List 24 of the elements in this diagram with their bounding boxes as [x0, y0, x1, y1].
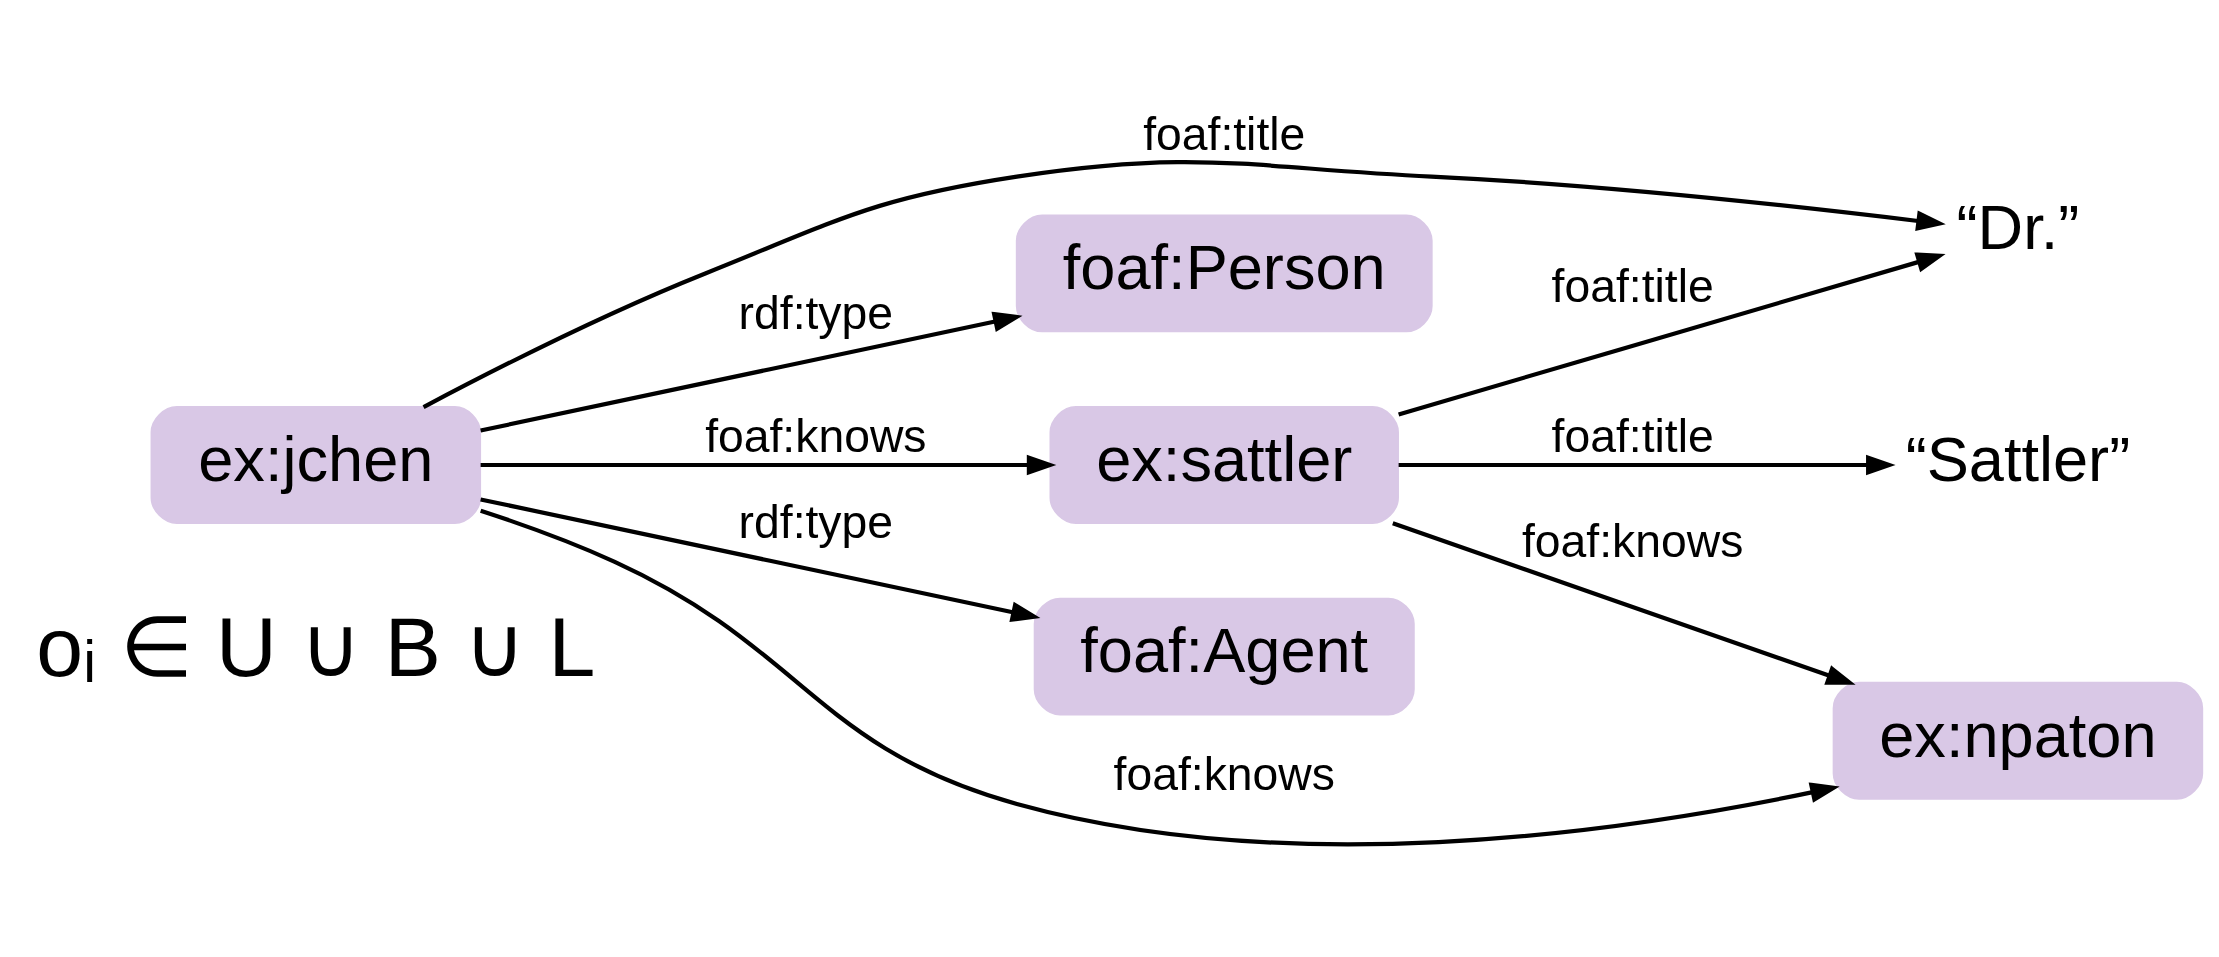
edge-label: foaf:knows	[1522, 514, 1744, 567]
arrow	[1392, 520, 1856, 685]
arrow	[480, 454, 1057, 475]
arrow	[480, 508, 1840, 846]
node-box: ex:npaton	[1832, 681, 2204, 800]
node-text: “Sattler”	[1905, 423, 2131, 494]
arrow	[1398, 251, 1946, 416]
node-box: ex:sattler	[1049, 405, 1399, 524]
arrow	[422, 159, 1946, 409]
edge-label: foaf:title	[1143, 107, 1306, 160]
node-box: ex:jchen	[150, 405, 482, 524]
edge-label: rdf:type	[738, 286, 894, 339]
node-box: foaf:Person	[1015, 213, 1433, 332]
edge-label: rdf:type	[738, 495, 894, 548]
node-text: “Dr.”	[1956, 191, 2080, 262]
arrow	[480, 496, 1041, 622]
edge-label: foaf:knows	[1113, 747, 1335, 800]
edge-label: foaf:knows	[705, 409, 927, 462]
arrow	[480, 311, 1023, 433]
arrow	[1398, 454, 1896, 475]
edge-label: foaf:title	[1551, 259, 1714, 312]
edge-label: foaf:title	[1551, 409, 1714, 462]
label: oᵢ ∈ U ∪ B ∪ L	[36, 599, 596, 694]
node-box: foaf:Agent	[1033, 597, 1415, 716]
